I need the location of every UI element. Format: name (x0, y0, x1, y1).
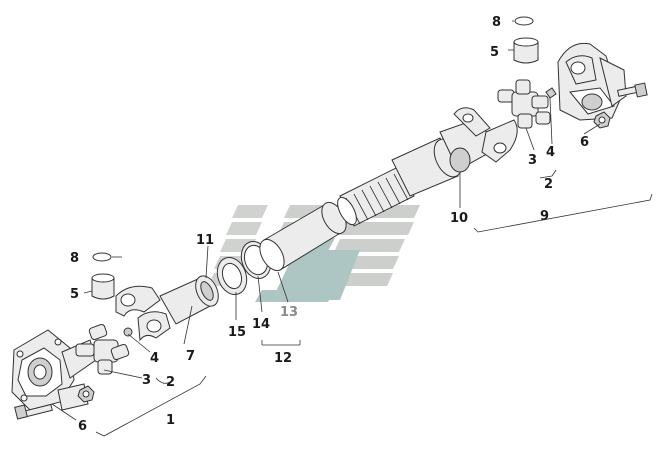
shaft-yoke-right (453, 107, 518, 163)
label-13: 13 (280, 305, 298, 320)
spider-left (75, 323, 130, 375)
circlip-right (514, 16, 534, 26)
flange-yoke-right (557, 42, 627, 121)
grease-nipple-left (123, 327, 133, 337)
label-3-right: 3 (528, 153, 537, 168)
assembly-braces (95, 169, 653, 437)
label-9: 9 (540, 209, 549, 224)
circlip-left (92, 252, 112, 262)
label-1: 1 (166, 413, 175, 428)
label-2-left: 2 (166, 375, 175, 390)
bearing-cap-right (513, 37, 539, 64)
slip-yoke (115, 275, 219, 342)
label-10: 10 (450, 211, 468, 226)
bearing-cap-left (91, 273, 115, 300)
label-8-left: 8 (70, 251, 79, 266)
label-4-left: 4 (150, 351, 159, 366)
label-2-right: 2 (544, 177, 553, 192)
leader-lines (51, 20, 601, 421)
label-15: 15 (228, 325, 246, 340)
splined-shaft (337, 117, 495, 227)
callout-labels: 1 2 2 3 3 4 4 5 5 6 6 7 8 8 9 10 11 12 1… (70, 15, 589, 434)
nut-right (593, 111, 611, 129)
label-4-right: 4 (546, 145, 555, 160)
label-5-right: 5 (490, 45, 499, 60)
label-11: 11 (196, 233, 214, 248)
boot-13 (259, 201, 347, 272)
label-6-left: 6 (78, 419, 87, 434)
label-6-right: 6 (580, 135, 589, 150)
seal-15 (216, 257, 248, 295)
bolt-left (14, 403, 53, 420)
label-7: 7 (186, 349, 195, 364)
label-12: 12 (274, 351, 292, 366)
label-3-left: 3 (142, 373, 151, 388)
label-5-left: 5 (70, 287, 79, 302)
label-8-right: 8 (492, 15, 501, 30)
nut-left (77, 385, 95, 403)
spider-right (497, 79, 551, 129)
label-14: 14 (252, 317, 270, 332)
bolt-right (617, 82, 648, 98)
grease-nipple-right (545, 87, 557, 99)
